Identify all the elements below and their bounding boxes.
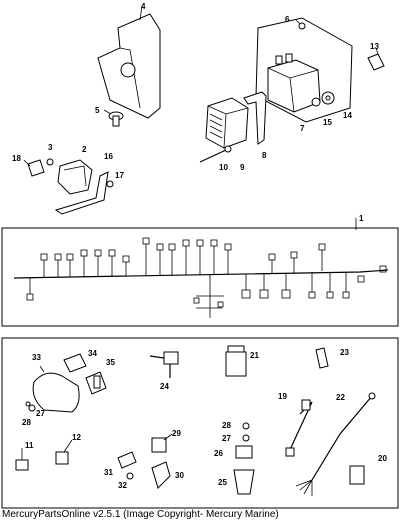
callout-29: 29 [172, 429, 181, 438]
callout-32: 32 [118, 481, 127, 490]
fitting-part-31[interactable] [117, 451, 137, 469]
callout-1: 1 [359, 214, 364, 223]
lead-part-19[interactable] [285, 399, 313, 457]
callout-4: 4 [141, 2, 146, 11]
callout-23: 23 [340, 348, 349, 357]
callout-13: 13 [370, 42, 379, 51]
callout-3: 3 [48, 143, 53, 152]
fuse-part-23[interactable] [315, 347, 329, 369]
callout-17: 17 [115, 171, 124, 180]
oring-part-28-right[interactable] [242, 422, 250, 430]
sensor-part-12[interactable] [55, 439, 73, 465]
callout-18: 18 [12, 154, 21, 163]
callout-28-left: 28 [22, 418, 31, 427]
callout-34: 34 [88, 349, 97, 358]
nut-part-15[interactable] [311, 97, 321, 107]
callout-35: 35 [106, 358, 115, 367]
fitting-part-26[interactable] [235, 445, 253, 459]
screw-part-5[interactable] [103, 109, 124, 127]
callout-21: 21 [250, 351, 259, 360]
sensor-part-33[interactable] [32, 365, 80, 413]
callout-14: 14 [343, 111, 352, 120]
bracket-part-4[interactable] [97, 5, 161, 119]
callout-9: 9 [240, 163, 245, 172]
callout-27-left: 27 [36, 409, 45, 418]
fitting-part-3[interactable] [46, 158, 54, 166]
callout-28-right: 28 [222, 421, 231, 430]
callout-15: 15 [323, 118, 332, 127]
callout-33: 33 [32, 353, 41, 362]
harness-part-1[interactable] [1, 218, 399, 327]
screw-part-17[interactable] [106, 180, 114, 188]
callout-26: 26 [214, 449, 223, 458]
callout-30: 30 [175, 471, 184, 480]
callout-20: 20 [378, 454, 387, 463]
callout-2: 2 [82, 145, 87, 154]
bracket-part-8[interactable] [243, 91, 267, 145]
sensor-kit-frame [1, 337, 399, 509]
relay-part-21[interactable] [225, 345, 247, 377]
callout-24: 24 [160, 382, 169, 391]
harness-part-22[interactable] [295, 392, 376, 496]
callout-6: 6 [285, 15, 290, 24]
oring-part-28-left[interactable] [25, 401, 31, 407]
screw-part-10[interactable] [199, 145, 232, 163]
sensor-part-2[interactable] [57, 159, 93, 195]
sender-part-25[interactable] [233, 469, 255, 495]
callout-7: 7 [300, 124, 305, 133]
callout-27-right: 27 [222, 434, 231, 443]
callout-12: 12 [72, 433, 81, 442]
copyright-caption: MercuryPartsOnline v2.5.1 (Image Copyrig… [2, 509, 279, 520]
callout-25: 25 [218, 478, 227, 487]
callout-22: 22 [336, 393, 345, 402]
sender-part-29[interactable] [151, 433, 173, 453]
washer-part-27-left[interactable] [28, 404, 36, 412]
washer-part-27-right[interactable] [242, 434, 250, 442]
washer-part-14[interactable] [321, 91, 335, 105]
adapter-part-34[interactable] [63, 353, 87, 373]
sender-part-30[interactable] [151, 461, 171, 489]
switch-part-24[interactable] [149, 351, 179, 378]
oring-part-32[interactable] [126, 472, 134, 480]
ecm-part-9[interactable] [205, 97, 249, 149]
callout-11: 11 [25, 441, 34, 450]
connector-part-20[interactable] [349, 465, 365, 485]
callout-19: 19 [278, 392, 287, 401]
callout-16: 16 [104, 152, 113, 161]
connector-part-18[interactable] [23, 159, 45, 177]
callout-8: 8 [262, 151, 267, 160]
sensor-part-11[interactable] [15, 448, 29, 471]
callout-10: 10 [219, 163, 228, 172]
callout-5: 5 [95, 106, 100, 115]
spacer-part-13[interactable] [367, 47, 385, 71]
callout-31: 31 [104, 468, 113, 477]
sender-part-35[interactable] [85, 371, 107, 395]
